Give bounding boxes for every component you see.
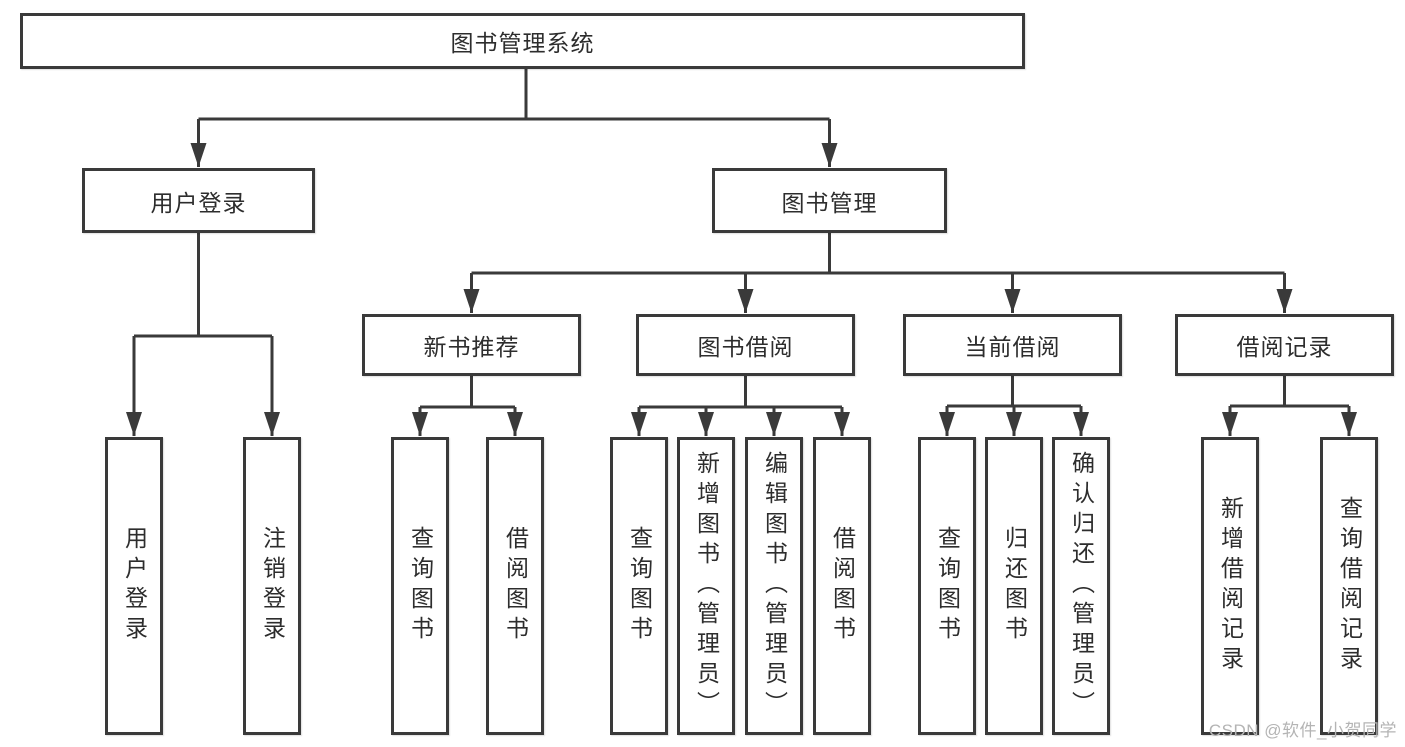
leaf-nb-query-book-label: 查询图书	[407, 526, 434, 646]
leaf-bb-query-book-label: 查询图书	[626, 526, 653, 646]
leaf-nb-borrow-book: 借阅图书	[486, 437, 544, 735]
node-user-login: 用户登录	[82, 168, 315, 233]
node-new-book-recommend-label: 新书推荐	[423, 334, 520, 360]
leaf-cb-return-book: 归还图书	[985, 437, 1043, 735]
node-borrow-record: 借阅记录	[1175, 314, 1394, 376]
leaf-nb-query-book: 查询图书	[391, 437, 449, 735]
leaf-nb-borrow-book-label: 借阅图书	[502, 526, 529, 646]
leaf-logout: 注销登录	[243, 437, 301, 735]
leaf-user-login-label: 用户登录	[121, 526, 148, 646]
leaf-br-query-record: 查询借阅记录	[1320, 437, 1378, 735]
connector-borrow-record-branch	[1230, 376, 1349, 408]
leaf-bb-edit-book-admin: 编辑图书（管理员）	[745, 437, 803, 735]
connector-current-borrow-branch	[947, 376, 1081, 408]
leaf-bb-borrow-book-label: 借阅图书	[829, 526, 856, 646]
node-current-borrow-label: 当前借阅	[964, 334, 1061, 360]
leaf-cb-confirm-return-admin-label: 确认归还（管理员）	[1068, 451, 1095, 721]
node-borrow-record-label: 借阅记录	[1236, 334, 1333, 360]
leaf-user-login: 用户登录	[105, 437, 163, 735]
leaf-br-add-record-label: 新增借阅记录	[1217, 496, 1244, 676]
leaf-br-query-record-label: 查询借阅记录	[1336, 496, 1363, 676]
node-root: 图书管理系统	[20, 13, 1025, 69]
leaf-cb-return-book-label: 归还图书	[1001, 526, 1028, 646]
leaf-cb-query-book-label: 查询图书	[934, 526, 961, 646]
leaf-cb-query-book: 查询图书	[918, 437, 976, 735]
connector-root-to-level2	[198, 68, 830, 121]
leaf-bb-add-book-admin: 新增图书（管理员）	[677, 437, 735, 735]
leaf-logout-label: 注销登录	[259, 526, 286, 646]
leaf-bb-add-book-admin-label: 新增图书（管理员）	[693, 451, 720, 721]
node-book-borrow-label: 图书借阅	[697, 334, 794, 360]
node-current-borrow: 当前借阅	[903, 314, 1122, 376]
node-book-borrow: 图书借阅	[636, 314, 855, 376]
node-book-management: 图书管理	[712, 168, 947, 233]
leaf-bb-edit-book-admin-label: 编辑图书（管理员）	[761, 451, 788, 721]
connector-book-management-branch	[471, 233, 1285, 275]
csdn-watermark: CSDN @软件_小贺同学	[1208, 721, 1397, 740]
leaf-bb-borrow-book: 借阅图书	[813, 437, 871, 735]
leaf-cb-confirm-return-admin: 确认归还（管理员）	[1052, 437, 1110, 735]
connector-new-book-branch	[420, 376, 515, 409]
node-root-label: 图书管理系统	[450, 30, 595, 56]
connector-book-borrow-branch	[639, 376, 842, 409]
leaf-bb-query-book: 查询图书	[610, 437, 668, 735]
node-new-book-recommend: 新书推荐	[362, 314, 581, 376]
leaf-br-add-record: 新增借阅记录	[1201, 437, 1259, 735]
node-book-management-label: 图书管理	[781, 189, 878, 216]
node-user-login-label: 用户登录	[150, 189, 247, 216]
connector-user-login-branch	[134, 233, 272, 338]
